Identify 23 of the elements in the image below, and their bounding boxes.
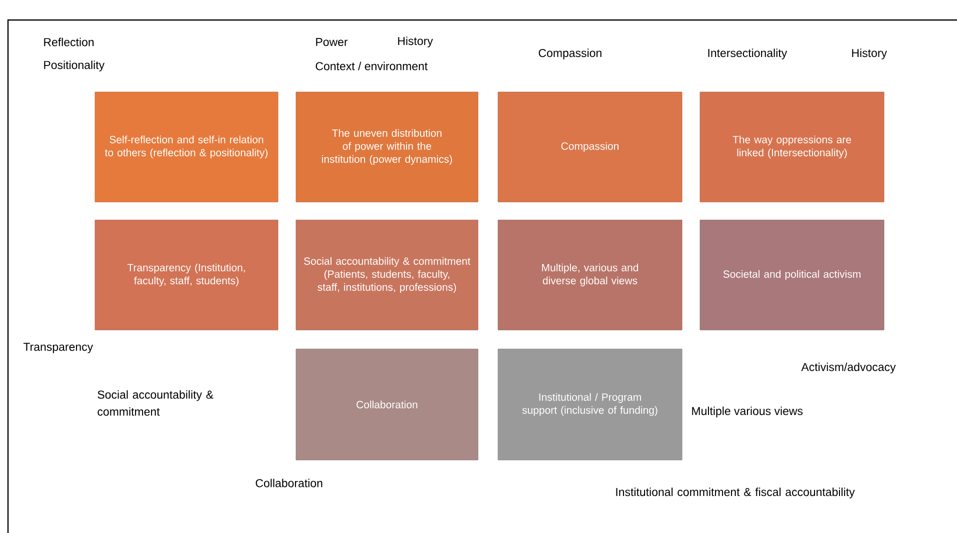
topic-box: Multiple, various and diverse global views (498, 220, 682, 330)
topic-box: The way oppressions are linked (Intersectionality) (700, 92, 884, 202)
topic-box: Social accountability & commitment (Patients, students, faculty, staff, institutions, professions) (296, 220, 478, 330)
topic-box: Transparency (Institution, faculty, staff, students) (94, 220, 278, 330)
label: Compassion (538, 48, 602, 60)
label: Reflection (44, 38, 94, 46)
label: History (398, 36, 433, 48)
label: Transparency (23, 342, 94, 354)
label: Activism/advocacy (801, 362, 896, 374)
label: History (852, 48, 887, 60)
label: Institutional commitment & fiscal accountability (616, 488, 855, 498)
topic-box: Societal and political activism (700, 220, 884, 330)
label: Positionality (44, 60, 105, 72)
label: Power (316, 38, 348, 46)
topic-box: Compassion (498, 92, 682, 202)
label: Intersectionality (708, 48, 788, 60)
topic-box: The uneven distribution of power within the institution (power dynamics) (296, 92, 478, 202)
label: Collaboration (256, 478, 322, 488)
label: Social accountability & commitment (98, 390, 214, 416)
topic-box: Self-reflection and self-in relation to others (reflection & positionality) (94, 92, 278, 202)
label: Context / environment (316, 62, 428, 70)
topic-box: Institutional / Program support (inclusive of funding) (498, 348, 682, 460)
topic-box: Collaboration (296, 348, 478, 460)
